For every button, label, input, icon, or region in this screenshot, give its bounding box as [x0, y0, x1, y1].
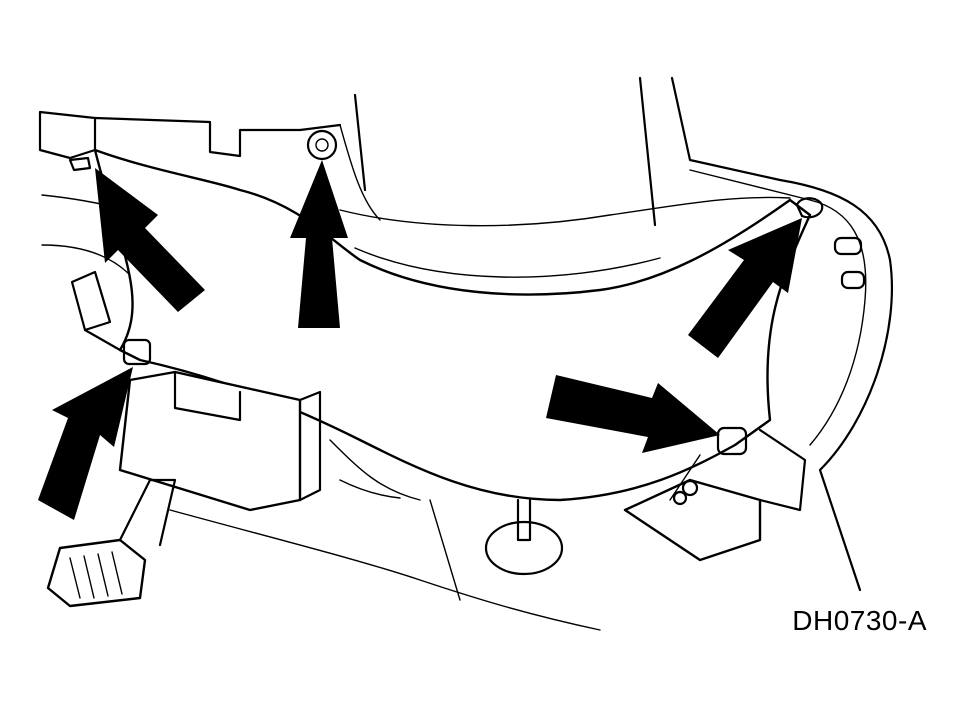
arrow-icon	[38, 367, 133, 520]
clip-icon	[716, 426, 748, 456]
lower-bracket	[623, 428, 807, 562]
floor	[169, 498, 601, 631]
arrow-icon	[95, 168, 205, 312]
arrow-icon	[688, 218, 802, 358]
junction-box	[118, 370, 322, 512]
brake-pedal	[46, 478, 177, 608]
clip-icon	[795, 197, 824, 219]
figure-id-label: DH0730-A	[792, 605, 927, 636]
bolt-icon	[306, 129, 338, 161]
clip-icon	[122, 338, 152, 366]
arrow-icon	[290, 160, 348, 328]
arrow-icon	[546, 375, 720, 453]
steering-column	[339, 76, 657, 227]
wire-harness	[329, 439, 421, 501]
clip-icon	[68, 156, 92, 172]
right-side-trim	[670, 76, 894, 592]
